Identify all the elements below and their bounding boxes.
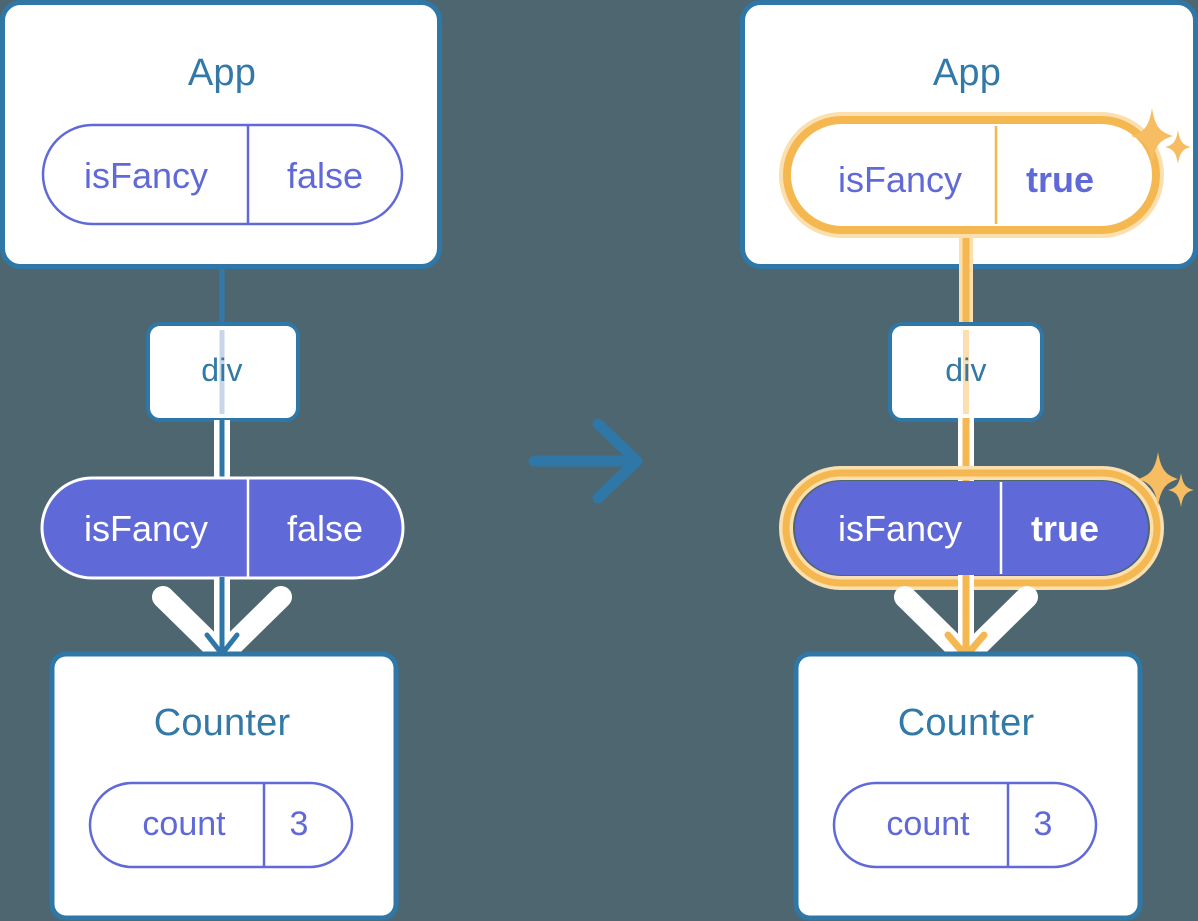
arrow-right-icon <box>528 418 643 504</box>
app-state-pill-ring-after <box>783 116 1160 234</box>
sparkle-small-icon-prop <box>1168 473 1194 507</box>
counter-state-pill-before <box>88 781 354 869</box>
sparkle-large-icon-prop <box>1138 452 1178 506</box>
counter-state-pill-after <box>832 781 1098 869</box>
sparkle-large-icon-app <box>1131 108 1173 164</box>
sparkle-small-icon-app <box>1165 130 1191 164</box>
prop-pill-before <box>40 476 405 580</box>
app-state-pill-before <box>41 123 404 226</box>
prop-pill-after <box>795 481 1148 575</box>
